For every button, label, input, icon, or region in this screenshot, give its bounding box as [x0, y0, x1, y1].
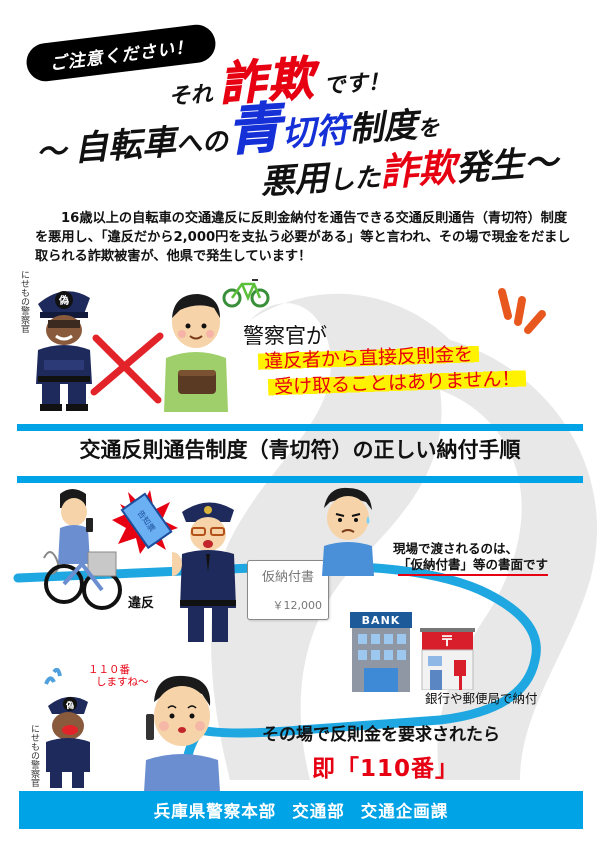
tilde: ～: [35, 134, 68, 172]
headline-text: 自転車: [72, 122, 178, 170]
violation-label: 違反: [128, 596, 155, 611]
fraud-emphasis: 詐欺: [378, 145, 458, 195]
provisional-payment-slip: 仮納付書 ￥12,000: [247, 560, 329, 620]
man-with-wallet-icon: [164, 294, 228, 412]
fake-officer-label: にせもの警察官: [19, 270, 29, 333]
onsite-note-line-1: 現場で渡されるのは、: [393, 541, 519, 556]
fake-police-officer-icon: 偽: [36, 291, 92, 411]
call-110-instruction: 即「110番」: [312, 756, 460, 782]
emphasis-marks-icon: [498, 288, 546, 334]
fake-officer-label-2: にせもの警察官: [29, 724, 39, 787]
cyclist-on-phone-icon: [43, 489, 122, 610]
section-divider-top: [17, 424, 583, 431]
post-office-icon: 〒: [420, 628, 475, 690]
slip-title: 仮納付書: [261, 570, 314, 585]
demand-warning: その場で反則金を要求されたら: [262, 725, 500, 745]
speech-line-1: １１０番: [88, 664, 130, 676]
footer-banner: 兵庫県警察本部 交通部 交通企画課: [19, 791, 583, 829]
worried-man-icon: [322, 487, 374, 576]
police-officer-icon: [172, 502, 236, 642]
section-title: 交通反則通告制度（青切符）の正しい納付手順: [79, 438, 521, 462]
slip-amount: ￥12,000: [272, 599, 323, 612]
bicycle-icon: [222, 279, 270, 308]
svg-text:〒: 〒: [440, 634, 454, 650]
call-110-speech: １１０番 しますね～: [88, 664, 149, 688]
intro-text: 16歳以上の自転車の交通違反に反則金納付を通告できる交通反則通告（青切符）制度を…: [35, 211, 571, 264]
svg-text:偽: 偽: [58, 294, 69, 307]
section-divider-bottom: [17, 476, 583, 483]
footer-org: 兵庫県警察本部: [153, 802, 277, 821]
headline-text: 発生～: [454, 142, 560, 190]
headline-text: 悪用: [259, 158, 330, 204]
headline-text: への: [174, 126, 229, 161]
svg-text:BANK: BANK: [362, 614, 401, 627]
footer-dept: 交通部: [292, 802, 345, 821]
red-cross-icon: [90, 332, 164, 404]
speech-line-2: しますね～: [96, 676, 149, 688]
blue-ticket-card-icon: 告知票: [112, 490, 178, 554]
headline-text: した: [327, 162, 382, 197]
onsite-note-line-2: 「仮納付書」等の書面です: [398, 554, 549, 576]
man-calling-icon: [144, 675, 220, 792]
bank-building-icon: BANK: [350, 612, 412, 692]
svg-text:偽: 偽: [65, 700, 74, 710]
payment-location-label: 銀行や郵便局で納付: [425, 691, 538, 706]
intro-paragraph: 16歳以上の自転車の交通違反に反則金納付を通告できる交通反則通告（青切符）制度を…: [35, 209, 580, 266]
footer-section: 交通企画課: [360, 802, 449, 821]
watermark-emblem-icon: [211, 293, 598, 780]
panicked-fake-officer-icon: 偽: [44, 668, 90, 788]
